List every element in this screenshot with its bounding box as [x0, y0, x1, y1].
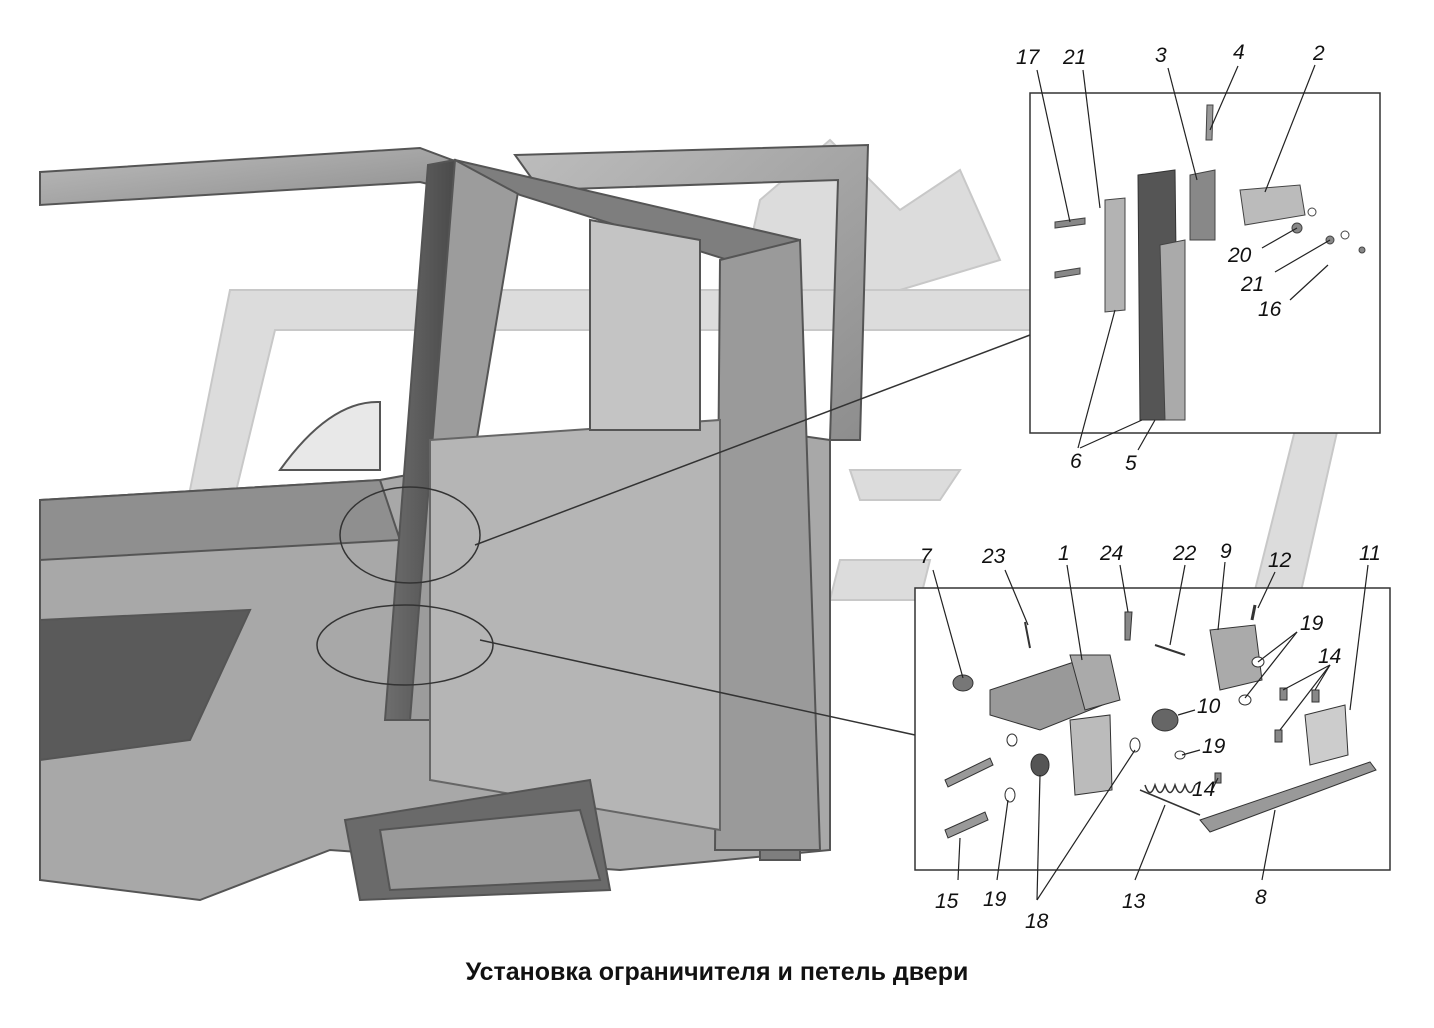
label-10: 10: [1197, 695, 1221, 718]
label-9: 9: [1220, 540, 1232, 563]
diagram-caption: Установка ограничителя и петель двери: [465, 958, 969, 986]
label-8: 8: [1255, 886, 1267, 909]
label-2: 2: [1312, 42, 1325, 65]
label-5: 5: [1125, 452, 1137, 475]
label-14-top: 14: [1318, 645, 1341, 668]
top-inset: [1029, 92, 1381, 434]
label-11: 11: [1359, 542, 1381, 565]
callout-labels: 17 21 3 4 2 20 21 16 6 5 7 23 1 24 22 9 …: [920, 41, 1381, 933]
label-6: 6: [1070, 450, 1082, 473]
label-18: 18: [1025, 910, 1049, 933]
label-17: 17: [1016, 46, 1041, 69]
label-12: 12: [1268, 549, 1292, 572]
label-19-bottom: 19: [983, 888, 1007, 911]
cab-body: [39, 143, 870, 902]
label-16: 16: [1258, 298, 1282, 321]
label-7: 7: [920, 545, 933, 568]
label-21-top: 21: [1062, 46, 1086, 69]
leader-lines: [474, 334, 1031, 736]
label-23: 23: [981, 545, 1006, 568]
label-19-top: 19: [1300, 612, 1324, 635]
label-21-right: 21: [1240, 273, 1264, 296]
label-4: 4: [1233, 41, 1245, 64]
label-22: 22: [1172, 542, 1197, 565]
label-20: 20: [1227, 244, 1252, 267]
label-24: 24: [1099, 542, 1123, 565]
label-3: 3: [1155, 44, 1167, 67]
callout-lines: [932, 64, 1369, 901]
label-13: 13: [1122, 890, 1146, 913]
label-14-mid: 14: [1192, 778, 1215, 801]
label-15: 15: [935, 890, 959, 913]
label-19-mid: 19: [1202, 735, 1226, 758]
label-1: 1: [1058, 542, 1070, 565]
bottom-inset: [914, 587, 1391, 871]
